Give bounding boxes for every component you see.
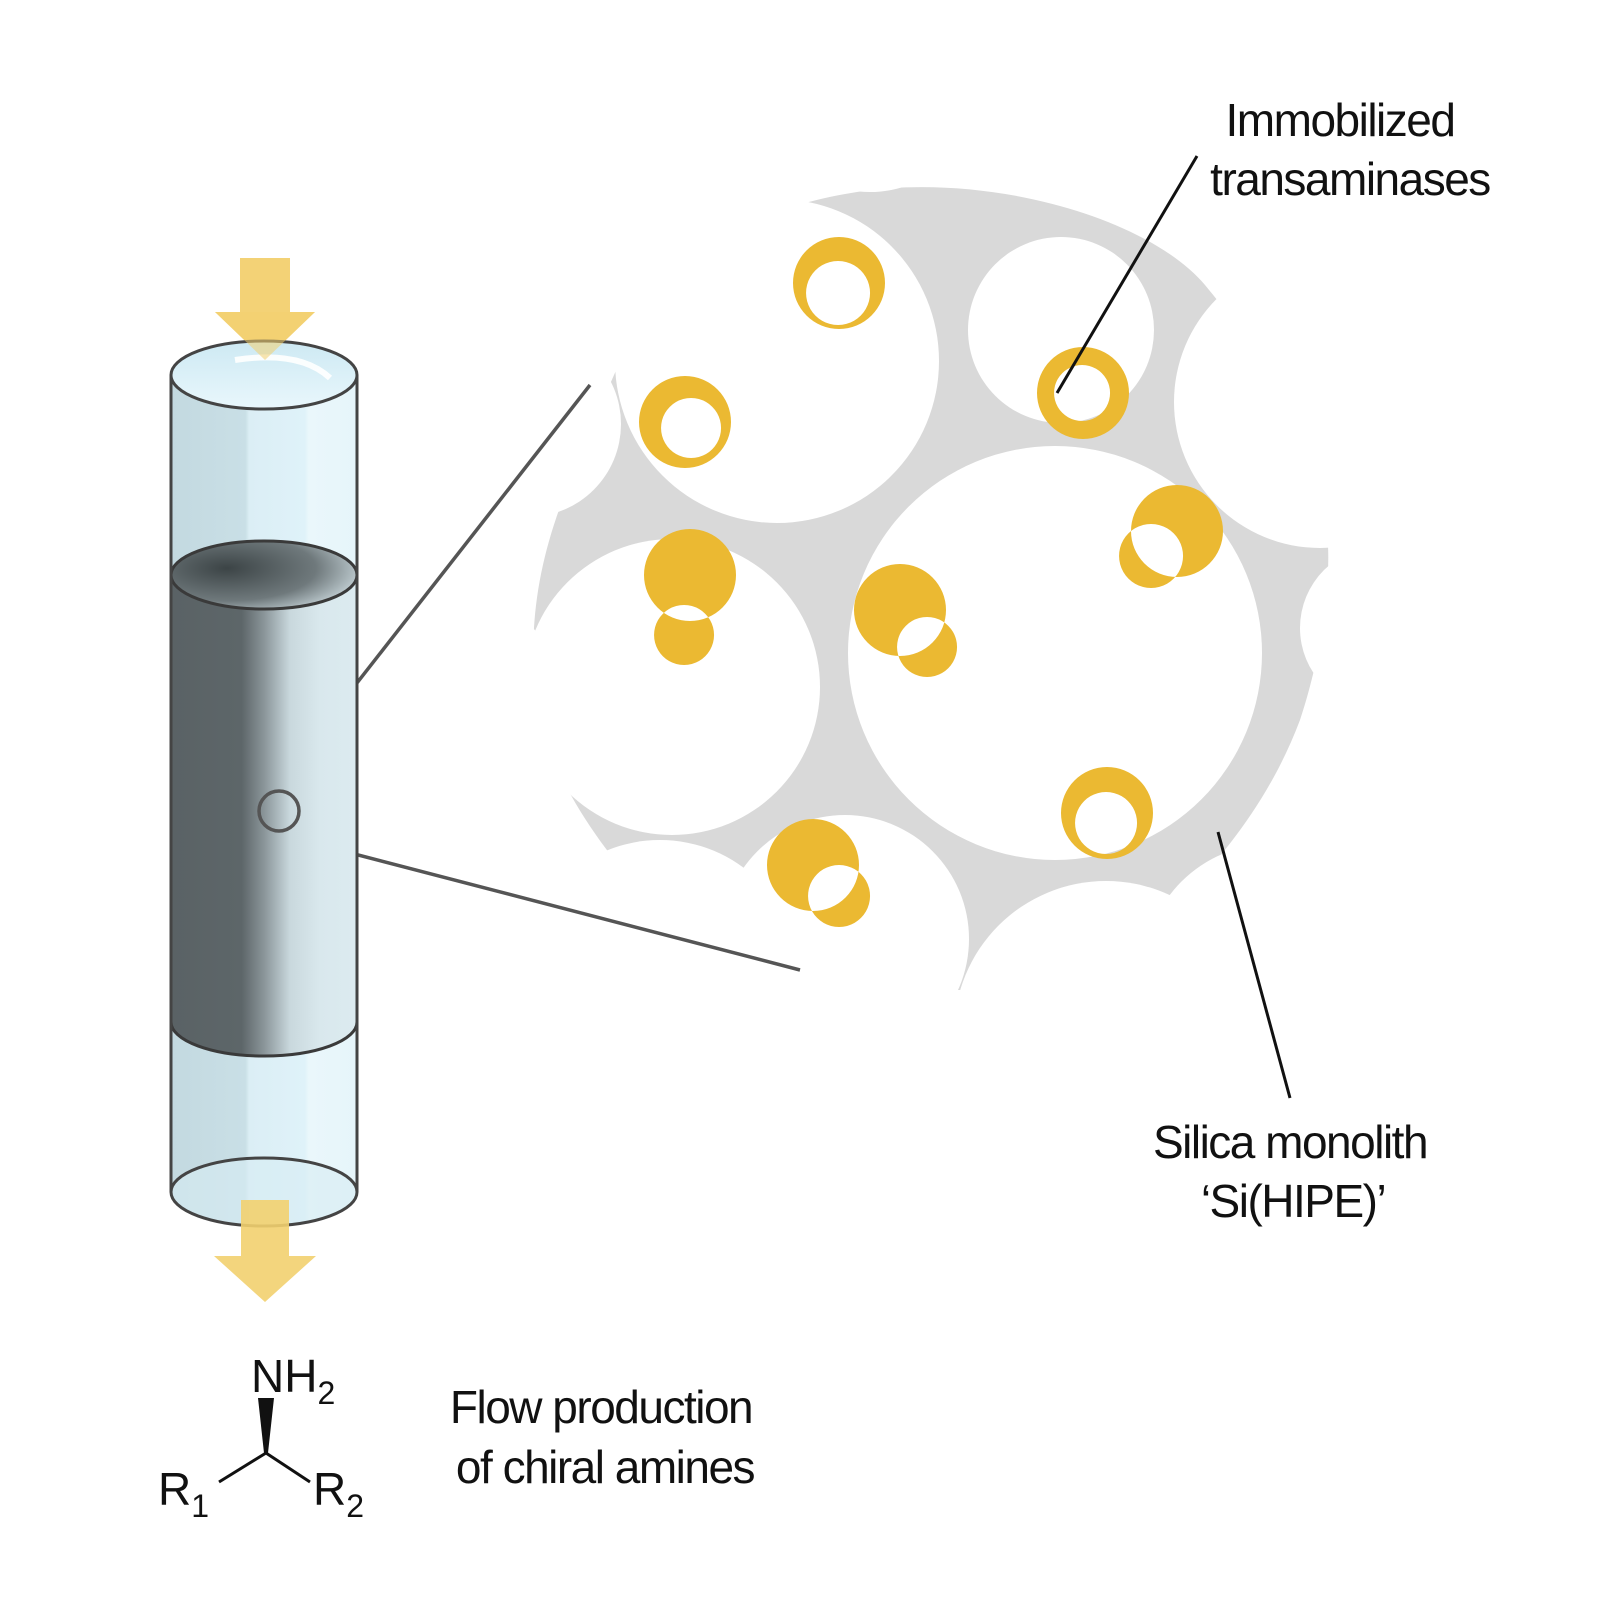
enzyme-icon xyxy=(644,529,736,665)
enzyme-icon xyxy=(1119,485,1223,588)
enzyme-icon xyxy=(639,376,731,468)
chiral-amine-structure: NH2 R1 R2 xyxy=(158,1350,364,1524)
label-silica-line1: Silica monolith xyxy=(1153,1116,1427,1168)
amine-subscript: 2 xyxy=(317,1375,335,1411)
r1-group: R xyxy=(158,1463,191,1515)
r2-subscript: 2 xyxy=(346,1488,364,1524)
enzyme-icon xyxy=(854,564,958,677)
svg-text:NH2: NH2 xyxy=(251,1350,335,1411)
svg-text:R2: R2 xyxy=(313,1463,364,1524)
leader-lines xyxy=(1055,155,1292,1099)
amine-group: NH xyxy=(251,1350,317,1402)
monolith-top-face xyxy=(169,539,359,611)
label-immobilized-line2: transaminases xyxy=(1210,153,1490,205)
label-flow-line1: Flow production xyxy=(450,1381,752,1433)
enzyme-icon xyxy=(767,819,871,927)
wedge-bond xyxy=(258,1398,274,1453)
svg-text:R1: R1 xyxy=(158,1463,209,1524)
flow-column xyxy=(169,258,359,1302)
outlet-arrow-icon xyxy=(214,1200,316,1302)
enzyme-icon xyxy=(1037,347,1129,439)
enzyme-icon xyxy=(1061,767,1153,859)
label-immobilized-line1: Immobilized xyxy=(1226,94,1455,146)
enzyme-icon xyxy=(793,237,885,329)
enzymes xyxy=(639,237,1223,927)
zoom-circle-icon xyxy=(257,789,301,833)
label-silica-line2: ‘Si(HIPE)’ xyxy=(1201,1175,1385,1227)
silica-monolith-view xyxy=(385,0,1466,1185)
label-flow-line2: of chiral amines xyxy=(456,1441,755,1493)
r1-subscript: 1 xyxy=(191,1488,209,1524)
r2-group: R xyxy=(313,1463,346,1515)
